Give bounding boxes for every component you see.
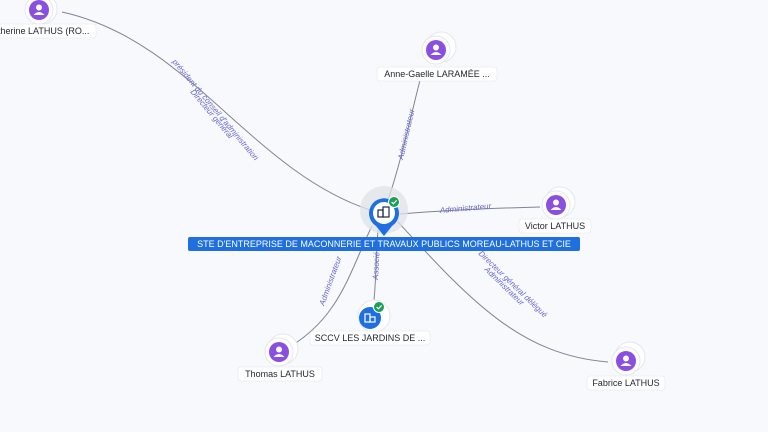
node-label-victor: Victor LATHUS [525, 221, 585, 231]
edge-victor[interactable] [399, 206, 541, 215]
verified-check-icon [388, 196, 400, 208]
node-fabrice[interactable]: Fabrice LATHUS [586, 341, 666, 391]
node-anne[interactable]: Anne-Gaelle LARAMÉE ... [376, 31, 498, 82]
node-catherine[interactable]: therine LATHUS (RO... [0, 0, 97, 39]
person-icon [269, 342, 289, 362]
edge-label-fabrice-1: Directeur général délégué [477, 249, 550, 320]
center-label-bg [188, 237, 580, 251]
node-victor[interactable]: Victor LATHUS [518, 186, 592, 234]
edge-label-victor: Administrateur [438, 202, 491, 216]
node-label-thomas: Thomas LATHUS [245, 369, 315, 379]
edge-label-sccv: Associé [371, 251, 382, 281]
edge-labels: président du conseil d'administration Di… [170, 57, 550, 320]
building-icon [359, 307, 381, 329]
node-sccv[interactable]: SCCV LES JARDINS DE ... [309, 299, 431, 346]
node-label-fabrice: Fabrice LATHUS [592, 378, 659, 388]
person-icon [426, 40, 446, 60]
node-label-center: STE D'ENTREPRISE DE MACONNERIE ET TRAVAU… [197, 239, 571, 249]
verified-check-icon [373, 301, 385, 313]
node-label-sccv: SCCV LES JARDINS DE ... [315, 333, 426, 343]
edge-catherine[interactable] [61, 11, 371, 211]
node-thomas[interactable]: Thomas LATHUS [237, 333, 323, 382]
person-icon [546, 195, 566, 215]
edge-label-anne: Administrateur [396, 108, 417, 162]
edge-label-thomas: Administrateur [317, 255, 344, 308]
node-center[interactable]: STE D'ENTREPRISE DE MACONNERIE ET TRAVAU… [188, 186, 580, 251]
edges [61, 11, 609, 363]
edge-label-catherine-1: président du conseil d'administration [170, 57, 261, 163]
person-icon [29, 0, 49, 20]
person-icon [616, 351, 636, 371]
building-icon [377, 206, 390, 218]
node-label-anne: Anne-Gaelle LARAMÉE ... [384, 69, 490, 79]
node-label-catherine: therine LATHUS (RO... [0, 26, 89, 36]
